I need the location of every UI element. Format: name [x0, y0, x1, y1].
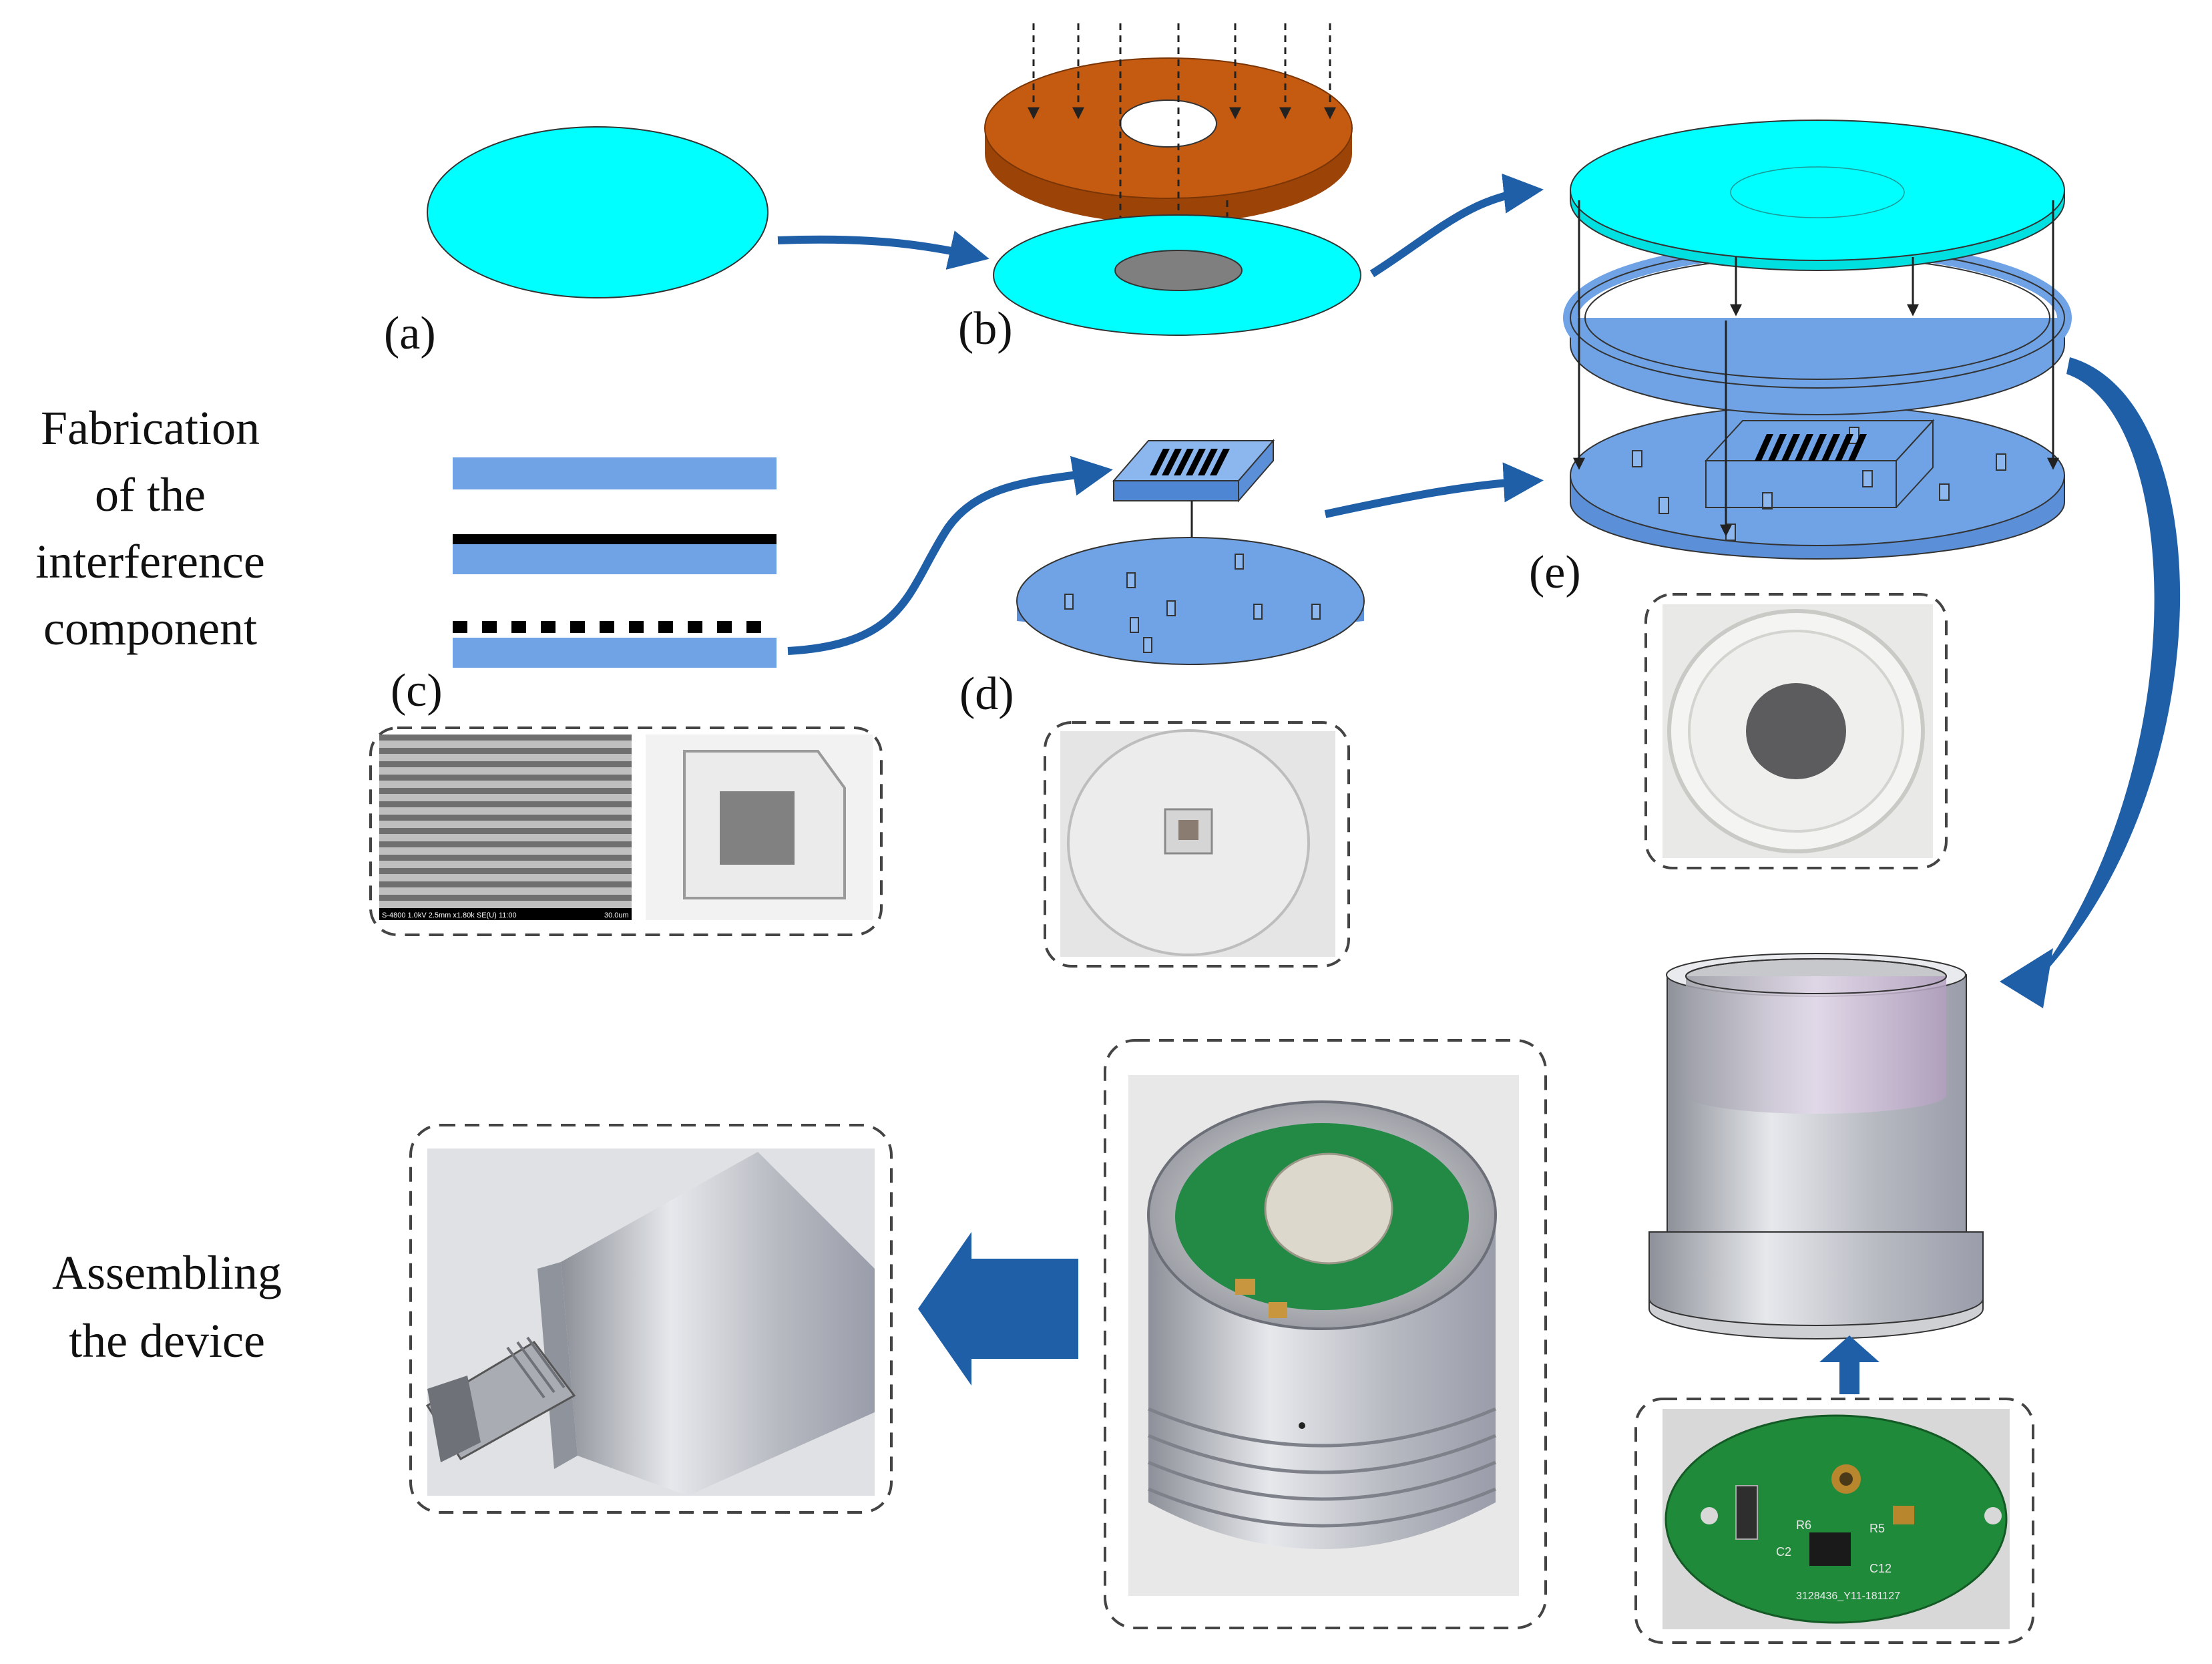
photo-group-d [1044, 721, 1350, 968]
arrow-e-to-housing [2026, 357, 2181, 992]
sem-image: S-4800 1.0kV 2.5mm x1.80k SE(U) 11:00 30… [379, 735, 632, 920]
photo-group-c: S-4800 1.0kV 2.5mm x1.80k SE(U) 11:00 30… [369, 726, 883, 936]
pcb-label-c2: C12 [1869, 1562, 1892, 1575]
panel-d-grating-chip [1112, 439, 1275, 597]
panel-label-d: (d) [959, 668, 1014, 720]
panel-label-b: (b) [958, 303, 1013, 355]
photo-group-e [1644, 593, 1948, 869]
panel-e-exploded-assembly [1563, 120, 2072, 560]
assembling-label: Assembling the device [52, 1246, 282, 1368]
chip-photo [646, 735, 873, 920]
arrow-pcb-to-housing [1819, 1335, 1879, 1394]
panel-a-substrate-disk [427, 126, 768, 298]
fabrication-line-4: component [43, 602, 257, 655]
arrow-c-to-d [787, 455, 1113, 655]
pcb-label-c1: C2 [1776, 1545, 1791, 1558]
arrow-e-to-housing-head [2000, 948, 2053, 1008]
arrow-to-final [918, 1232, 1078, 1386]
final-device-photo [409, 1124, 893, 1514]
arrow-b-to-e [1369, 173, 1544, 278]
panel-label-c: (c) [391, 665, 443, 716]
panel-c-layer-stack [453, 457, 777, 668]
panel-b-shadow-mask [984, 57, 1353, 224]
sem-caption: S-4800 1.0kV 2.5mm x1.80k SE(U) 11:00 [382, 911, 517, 919]
pcb-label-r1: R6 [1796, 1518, 1811, 1532]
assembled-housing-photo [1104, 1039, 1547, 1629]
assembling-line-2: the device [69, 1314, 265, 1368]
assembling-line-1: Assembling [52, 1246, 282, 1299]
sem-scale: 30.0um [604, 911, 629, 919]
pcb-code: 3128436_Y11-181127 [1796, 1591, 1900, 1602]
pcb-photo-group: R6 R5 C2 C12 3128436_Y11-181127 [1634, 1398, 2034, 1644]
panel-label-e: (e) [1529, 547, 1581, 598]
fabrication-label: Fabrication of the interference componen… [35, 401, 265, 655]
arrow-d-to-e [1324, 462, 1544, 518]
fabrication-line-2: of the [95, 468, 206, 522]
fabrication-line-1: Fabrication [41, 401, 260, 455]
panel-label-a: (a) [384, 308, 436, 359]
panel-d-base-disk [1016, 537, 1365, 665]
arrow-a-to-b [777, 230, 989, 270]
pcb-label-r2: R5 [1869, 1522, 1885, 1535]
panel-b-coated-disk [993, 214, 1361, 336]
housing-render [1648, 953, 1984, 1339]
fabrication-line-3: interference [35, 535, 265, 588]
